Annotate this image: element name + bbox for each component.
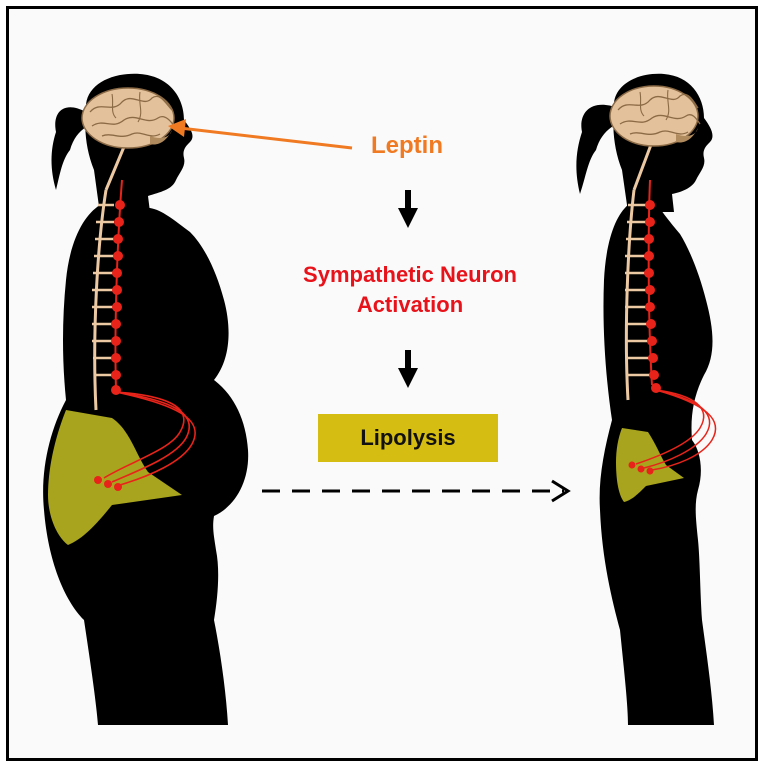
right-figure bbox=[576, 74, 715, 725]
lipolysis-label: Lipolysis bbox=[318, 414, 498, 462]
left-figure bbox=[43, 74, 248, 725]
left-brain-icon bbox=[82, 88, 174, 148]
leptin-label: Leptin bbox=[352, 132, 462, 160]
right-brain-icon bbox=[610, 86, 700, 146]
dashed-transition-arrow bbox=[262, 481, 568, 501]
sympathetic-activation-label: Sympathetic Neuron Activation bbox=[270, 260, 550, 320]
down-arrow-2 bbox=[398, 350, 418, 388]
sympathetic-label-line1: Sympathetic Neuron bbox=[270, 260, 550, 290]
sympathetic-label-line2: Activation bbox=[270, 290, 550, 320]
down-arrow-1 bbox=[398, 190, 418, 228]
leptin-arrow bbox=[168, 119, 352, 148]
